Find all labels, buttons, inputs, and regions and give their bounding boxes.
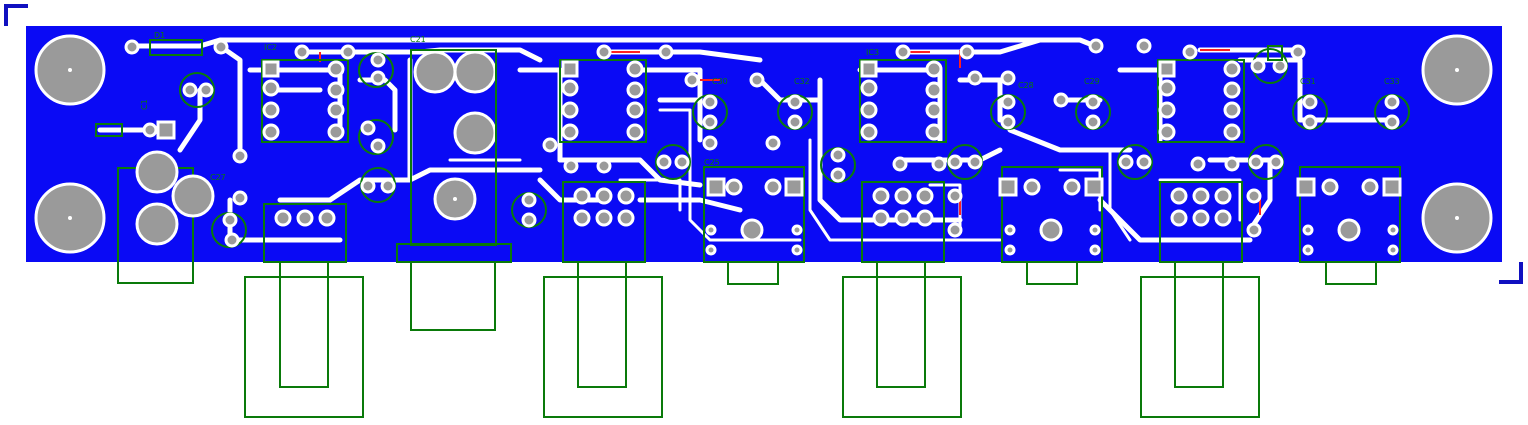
- ref-labels: D1 C1 IC2 C21 C27 C25 C30 C32 IC3 C28 C2…: [140, 31, 1400, 182]
- connector-outlines: [117, 167, 1377, 418]
- label-ic2: IC2: [264, 43, 277, 52]
- corner-mark-bottom-right: [1499, 262, 1523, 284]
- label-ic3: IC3: [866, 48, 879, 57]
- jack-footprints: [263, 181, 1243, 263]
- label-c25: C25: [704, 158, 720, 167]
- label-c28: C28: [1018, 81, 1034, 90]
- label-c27: C27: [210, 173, 226, 182]
- capacitors: [179, 48, 1410, 248]
- power-jack: [135, 49, 497, 246]
- mounting-holes: [34, 34, 1493, 254]
- label-c30: C30: [712, 77, 728, 86]
- vias: [124, 38, 1306, 238]
- label-c33: C33: [1384, 77, 1400, 86]
- label-c31: C31: [1300, 77, 1316, 86]
- misc-silk: [95, 39, 1283, 137]
- label-c29: C29: [1084, 77, 1100, 86]
- label-c21: C21: [410, 35, 426, 44]
- label-c32: C32: [794, 77, 810, 86]
- pot-footprints: [703, 166, 1402, 263]
- corner-mark-top-left: [4, 4, 28, 26]
- ic-footprints: [261, 59, 1245, 143]
- label-c1: C1: [140, 99, 149, 110]
- label-d1: D1: [154, 31, 165, 40]
